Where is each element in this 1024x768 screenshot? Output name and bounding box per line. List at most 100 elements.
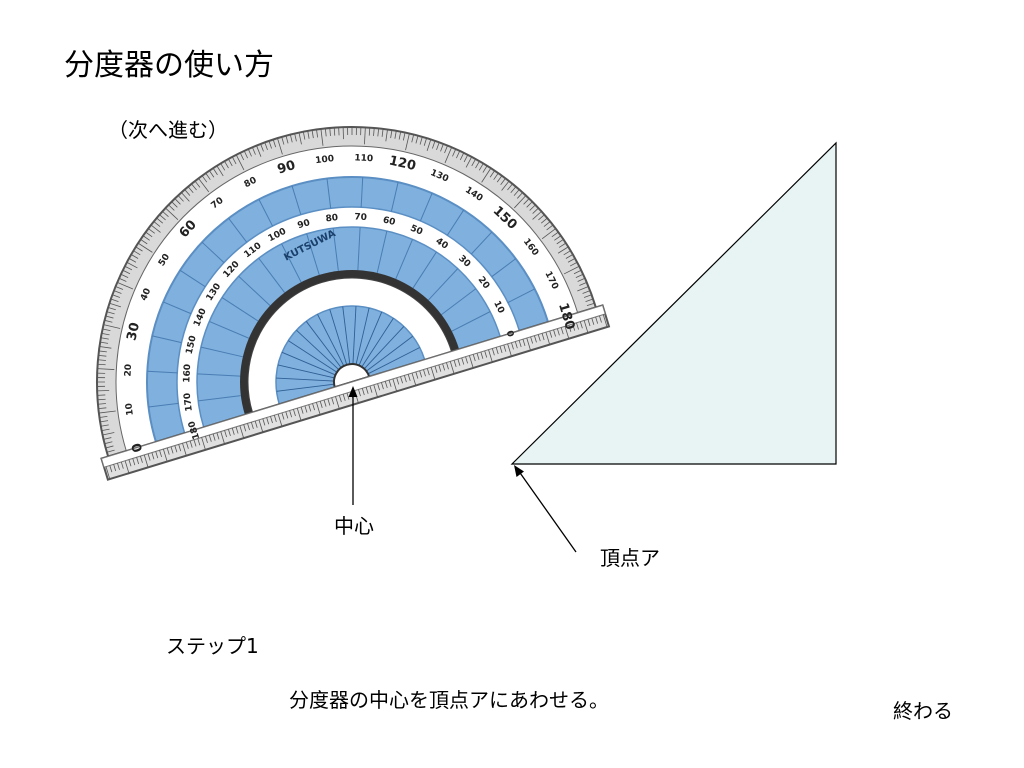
- tick-mark: [118, 277, 127, 282]
- base-tick: [128, 459, 132, 467]
- tick-mark: [546, 224, 554, 231]
- base-tick: [338, 395, 342, 403]
- base-tick: [423, 369, 426, 377]
- tick-mark: [142, 235, 150, 241]
- tick-mark: [209, 170, 215, 178]
- base-tick: [281, 412, 285, 420]
- base-tick: [392, 378, 398, 392]
- base-tick: [113, 464, 117, 472]
- tick-mark: [201, 175, 208, 183]
- outer-scale-label: 120: [387, 153, 417, 174]
- grid-line: [470, 231, 493, 255]
- tick-mark: [338, 127, 340, 136]
- tick-mark: [398, 131, 402, 140]
- base-tick: [373, 384, 378, 398]
- inner-scale-label: 170: [183, 392, 195, 412]
- base-tick: [319, 401, 323, 408]
- next-link[interactable]: （次へ進む）: [108, 118, 228, 142]
- tick-mark: [103, 324, 121, 329]
- grid-line: [376, 230, 388, 273]
- base-tick: [216, 432, 220, 440]
- base-tick: [262, 418, 266, 426]
- tick-mark: [117, 281, 134, 290]
- outer-scale-label: 90: [276, 158, 298, 178]
- base-tick: [507, 343, 512, 357]
- base-tick: [381, 382, 384, 390]
- tick-mark: [104, 441, 113, 445]
- ray-line: [276, 377, 335, 382]
- base-tick: [488, 349, 493, 363]
- ray-line: [358, 311, 383, 366]
- tick-mark: [212, 167, 218, 176]
- tick-mark: [97, 372, 106, 374]
- tick-mark: [165, 207, 179, 220]
- grid-line: [419, 193, 433, 222]
- tick-mark: [239, 152, 245, 161]
- base-tick: [182, 443, 187, 456]
- base-tick: [484, 350, 488, 358]
- base-tick: [511, 342, 514, 350]
- tick-mark: [110, 298, 119, 302]
- base-tick: [270, 416, 273, 424]
- tick-mark: [541, 228, 556, 240]
- base-tick: [568, 324, 572, 332]
- tick-mark: [347, 127, 349, 136]
- base-tick: [178, 444, 182, 452]
- tick-mark: [567, 258, 576, 263]
- tick-mark: [538, 214, 545, 221]
- base-tick: [189, 440, 193, 448]
- tick-mark: [496, 175, 503, 183]
- tick-mark: [390, 130, 393, 139]
- base-tick: [403, 375, 407, 383]
- tick-mark: [156, 217, 164, 224]
- grid-line: [281, 243, 302, 283]
- base-tick: [453, 360, 457, 368]
- tick-mark: [243, 150, 248, 159]
- grid-line: [360, 177, 364, 208]
- tick-mark: [97, 390, 110, 392]
- tick-mark: [150, 224, 161, 233]
- base-tick: [442, 363, 446, 371]
- grid-line: [200, 346, 243, 358]
- base-tick: [480, 351, 484, 359]
- tick-mark: [184, 189, 191, 196]
- base-tick: [312, 403, 315, 411]
- tick-mark: [419, 136, 423, 145]
- ray-line: [296, 329, 340, 371]
- ray-line: [355, 307, 370, 365]
- tick-mark: [115, 286, 124, 290]
- grid-line: [291, 185, 302, 215]
- tick-mark: [481, 167, 492, 183]
- base-tick: [465, 356, 468, 364]
- base-tick: [583, 320, 589, 333]
- base-tick: [560, 327, 564, 335]
- base-tick: [342, 393, 346, 401]
- grid-line: [258, 199, 273, 227]
- tick-mark: [579, 282, 587, 286]
- tick-mark: [268, 140, 272, 149]
- tick-mark: [198, 178, 210, 193]
- tick-mark: [302, 131, 306, 140]
- base-tick: [400, 376, 403, 384]
- base-tick: [201, 437, 206, 450]
- base-tick: [438, 364, 442, 372]
- grid-line: [390, 182, 399, 212]
- tick-mark: [500, 178, 506, 185]
- tick-mark: [411, 134, 415, 143]
- tick-mark: [554, 235, 562, 241]
- tick-mark: [205, 172, 211, 180]
- base-tick: [185, 441, 189, 449]
- base-tick: [212, 433, 216, 441]
- tick-mark: [565, 254, 574, 259]
- base-tick: [136, 457, 140, 465]
- end-button[interactable]: 終わる: [893, 699, 953, 723]
- vertex-arrow: [517, 469, 577, 553]
- tick-mark: [329, 127, 331, 136]
- base-tick: [105, 466, 111, 480]
- tick-mark: [174, 198, 181, 205]
- base-tick: [541, 333, 545, 341]
- ray-line: [361, 318, 394, 368]
- base-tick: [434, 365, 438, 373]
- base-tick: [266, 417, 270, 425]
